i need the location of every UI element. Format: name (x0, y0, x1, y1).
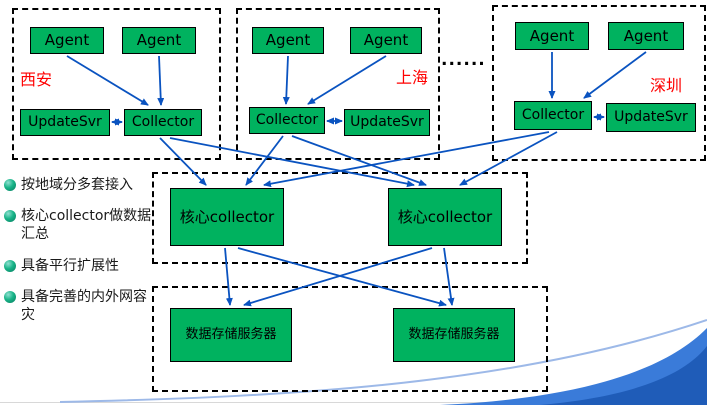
list-item: 具备完善的内外网容灾 (4, 288, 154, 324)
bullet-list: 按地域分多套接入 核心collector做数据汇总 具备平行扩展性 具备完善的内… (4, 176, 154, 337)
agent-node: Agent (122, 27, 196, 54)
region-label-shanghai: 上海 (396, 68, 429, 87)
region-label-xian: 西安 (20, 70, 53, 89)
agent-node: Agent (350, 27, 422, 54)
updatesvr-node: UpdateSvr (606, 103, 696, 132)
slide-bottom-edge (0, 402, 707, 403)
agent-node: Agent (30, 27, 104, 54)
core-collector-node: 核心collector (388, 188, 502, 246)
region-label-shenzhen: 深圳 (650, 76, 683, 95)
list-item: 具备平行扩展性 (4, 257, 154, 275)
list-item: 按地域分多套接入 (4, 176, 154, 194)
region-box-xian (12, 8, 221, 160)
updatesvr-node: UpdateSvr (20, 109, 110, 136)
core-collector-node: 核心collector (170, 188, 284, 246)
ellipsis-more-regions: ...... (441, 50, 486, 70)
storage-server-node: 数据存储服务器 (170, 308, 292, 362)
bullet-text: 具备平行扩展性 (21, 257, 119, 274)
list-item: 核心collector做数据汇总 (4, 207, 154, 243)
bullet-text: 按地域分多套接入 (21, 177, 133, 193)
bullet-icon (4, 259, 16, 272)
collector-node: Collector (249, 107, 325, 134)
bullet-icon (4, 179, 16, 191)
collector-node: Collector (514, 101, 592, 130)
region-box-shenzhen (492, 5, 706, 161)
collector-node: Collector (124, 109, 202, 136)
bullet-text: 核心collector做数据汇总 (21, 208, 152, 243)
bullet-text: 具备完善的内外网容灾 (21, 288, 147, 323)
storage-server-node: 数据存储服务器 (393, 308, 515, 362)
agent-node: Agent (515, 22, 589, 50)
updatesvr-node: UpdateSvr (344, 109, 430, 136)
agent-node: Agent (608, 22, 684, 50)
agent-node: Agent (252, 27, 324, 54)
bullet-icon (4, 210, 16, 223)
bullet-icon (4, 290, 16, 303)
